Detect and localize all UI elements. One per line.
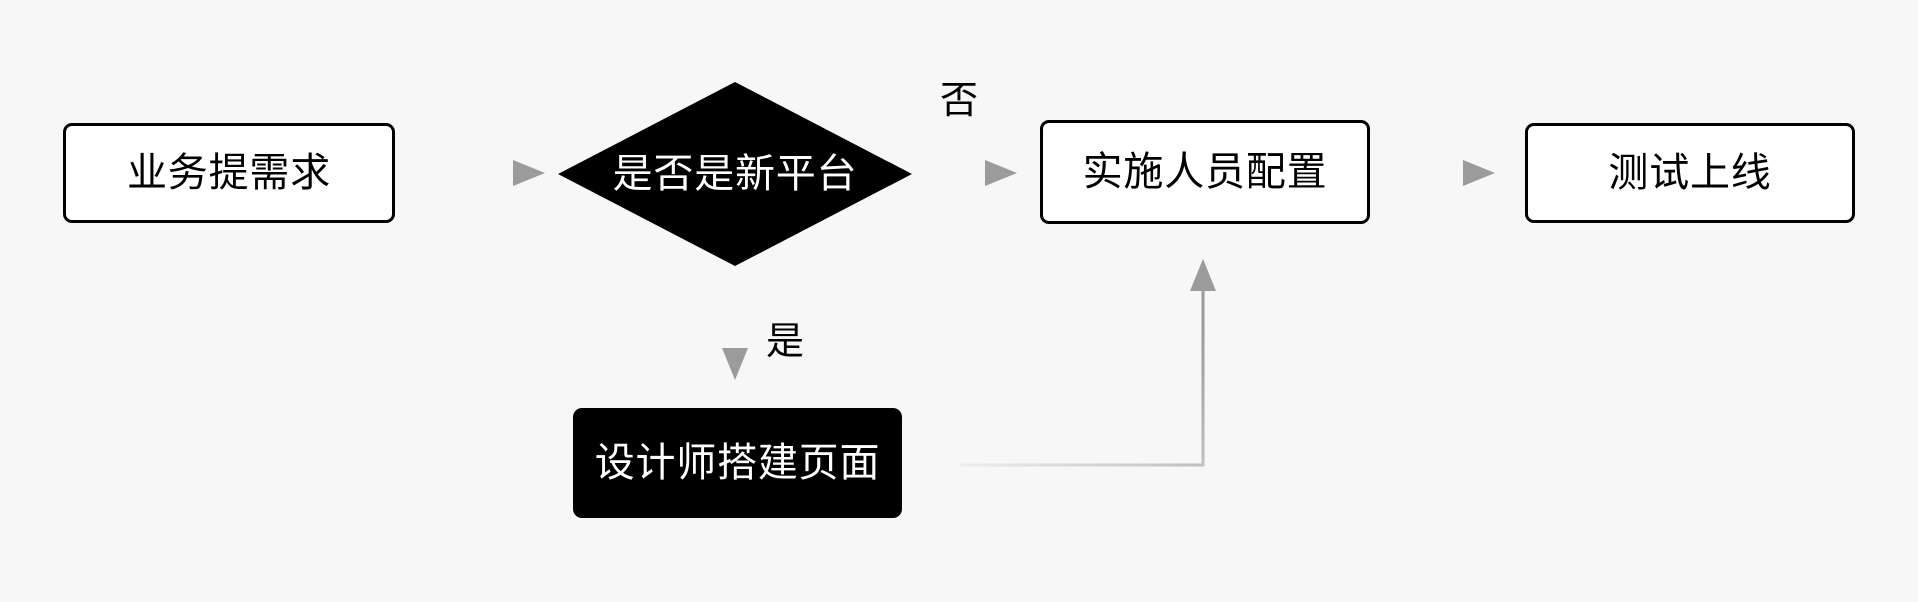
arrow-designer-build-to-staff-config [960,259,1216,467]
edge-label-text: 是 [766,321,805,363]
edge-label-text: 否 [940,80,979,122]
arrow-decision-to-staff-config [925,160,1017,186]
node-label: 业务提需求 [127,151,331,195]
node-designer-builds-page[interactable]: 设计师搭建页面 [573,408,902,518]
node-label: 测试上线 [1608,151,1772,195]
node-label: 实施人员配置 [1082,150,1328,194]
node-staff-configuration[interactable]: 实施人员配置 [1040,120,1370,224]
node-label: 是否是新平台 [612,152,858,196]
arrow-request-to-decision [414,160,545,186]
node-decision-is-new-platform[interactable]: 是否是新平台 [558,82,912,266]
node-business-request[interactable]: 业务提需求 [63,123,395,223]
arrow-decision-to-designer-build [722,272,748,380]
edge-label-no: 否 [940,82,978,120]
node-test-and-launch[interactable]: 测试上线 [1525,123,1855,223]
node-label: 设计师搭建页面 [594,441,881,485]
edge-label-yes: 是 [766,323,804,361]
arrow-staff-config-to-test-launch [1400,160,1495,186]
